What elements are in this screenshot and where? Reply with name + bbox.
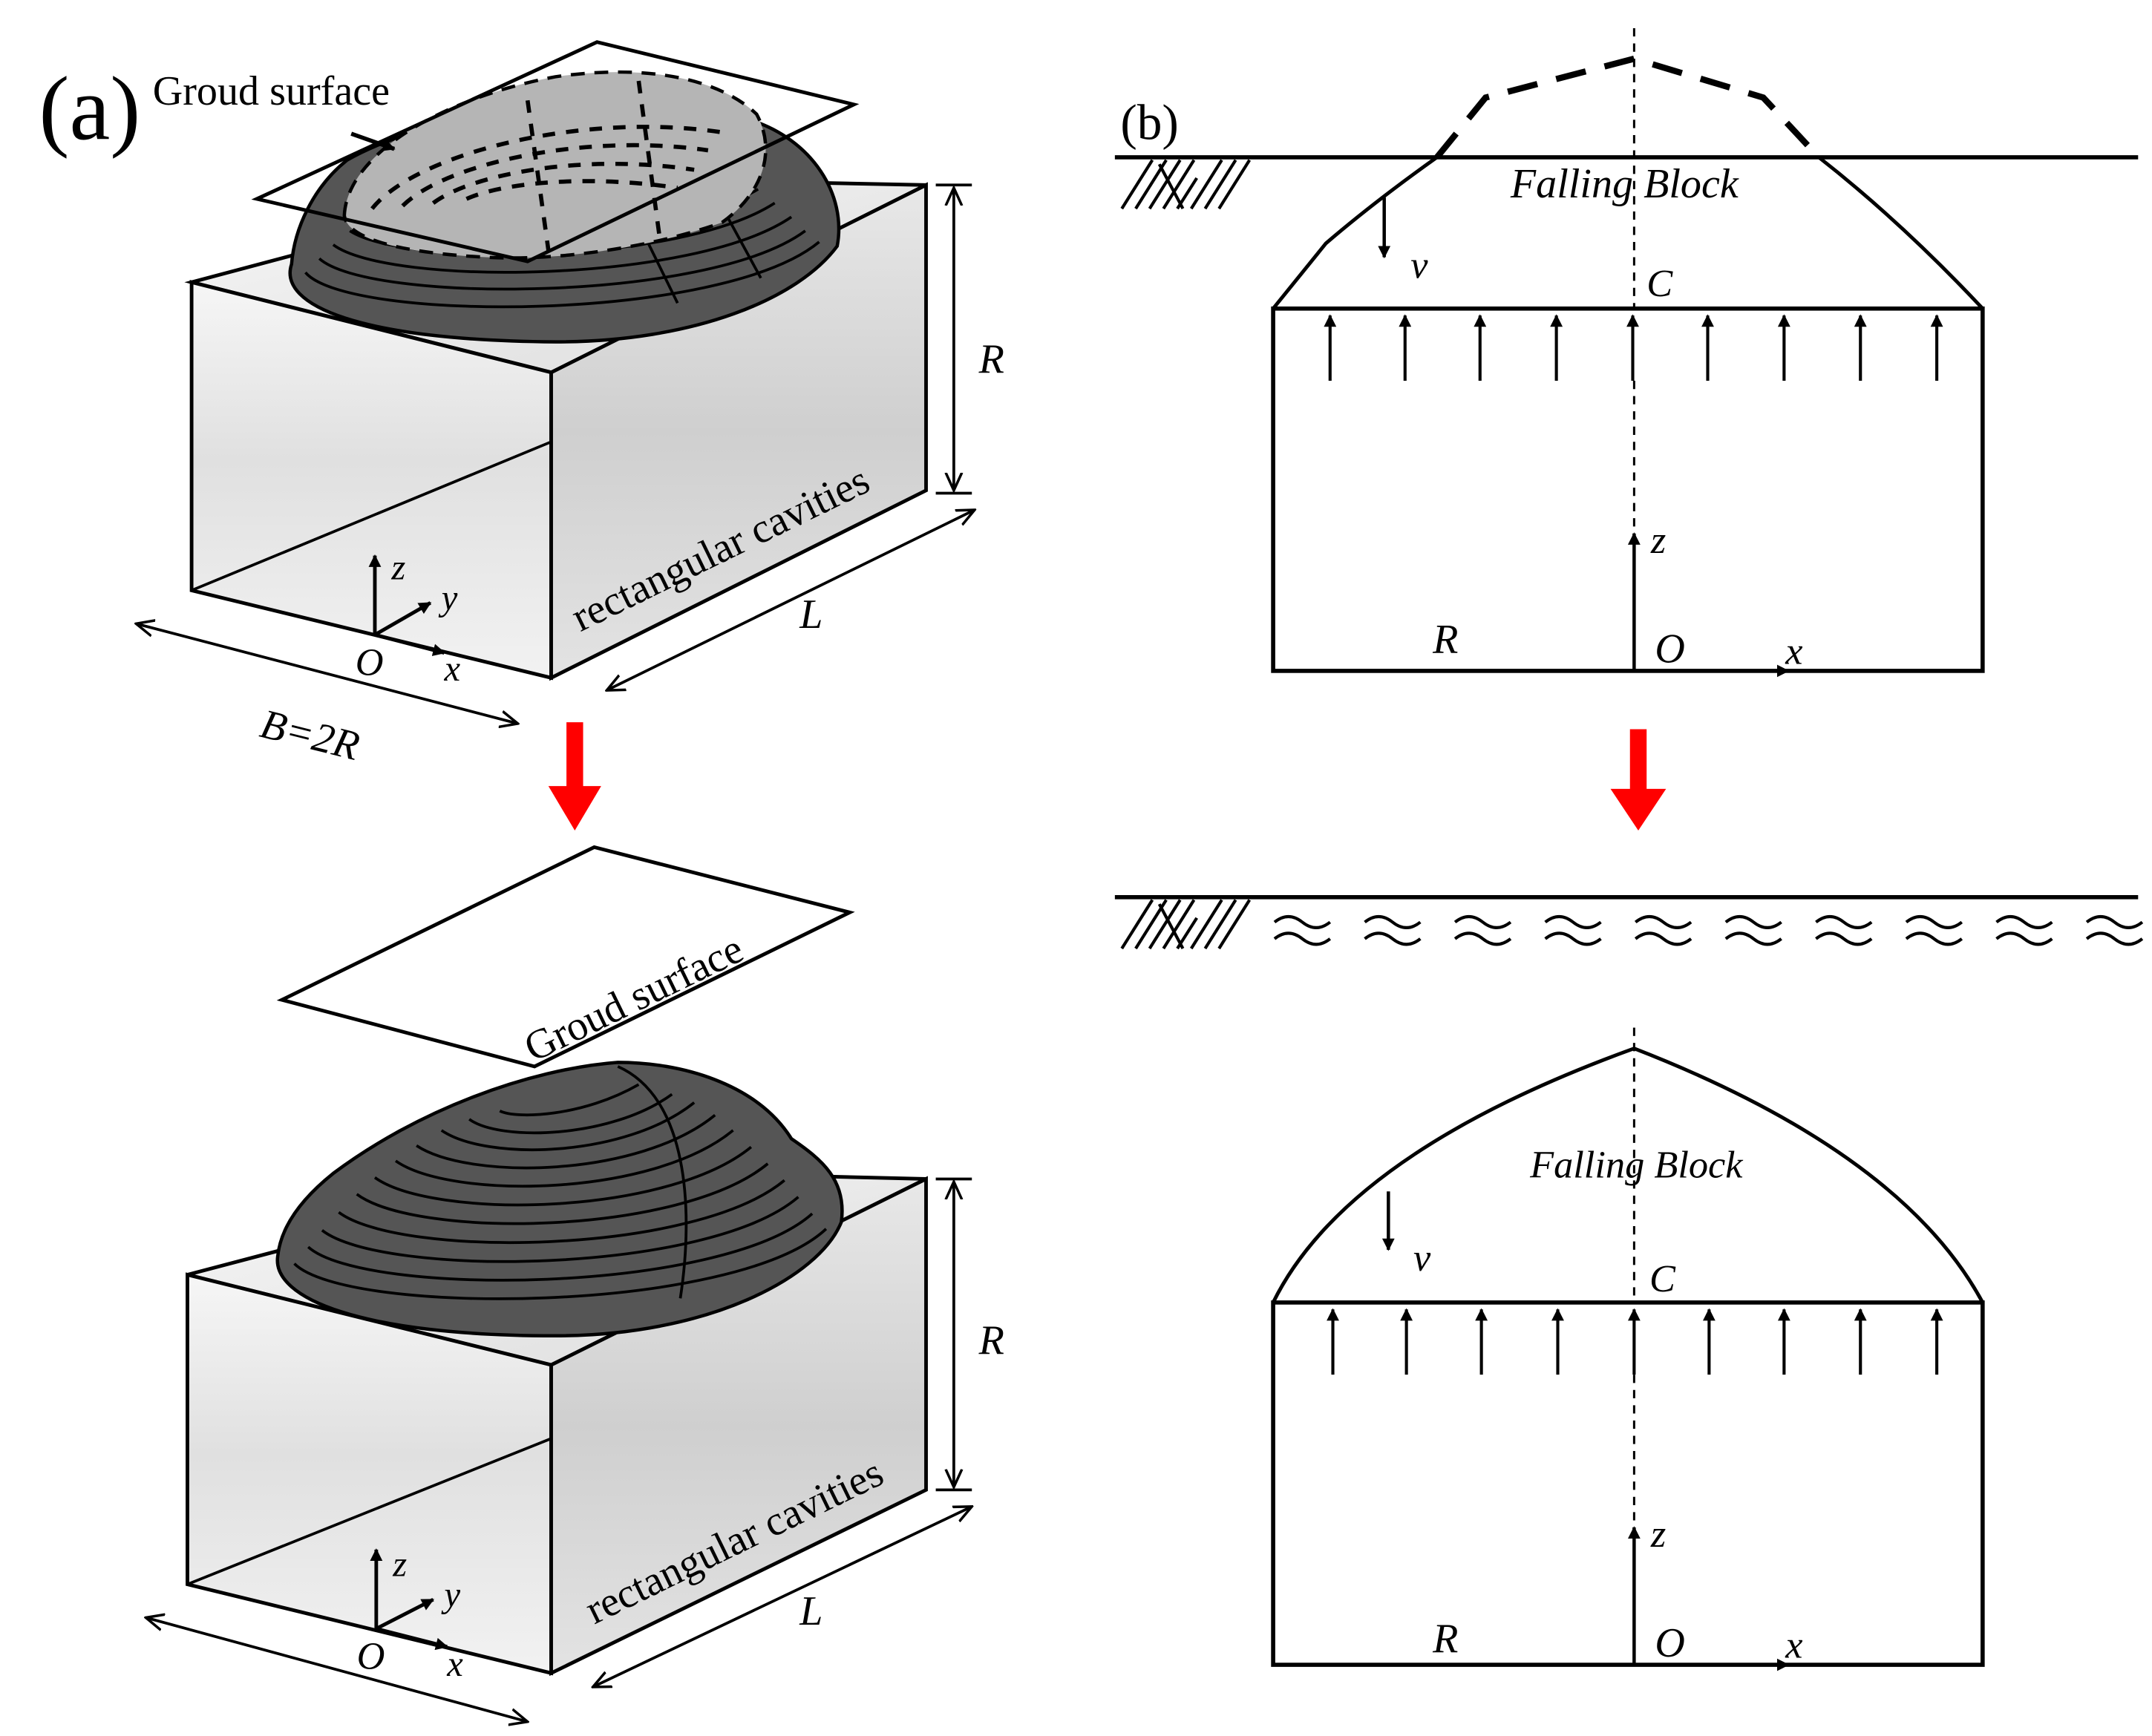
red-arrow-b bbox=[1610, 729, 1667, 831]
pressure-arrows bbox=[1324, 314, 1943, 381]
center-label: C bbox=[1646, 262, 1673, 305]
axis-x-label-2: x bbox=[446, 1644, 463, 1684]
axis-y-label-2: y bbox=[441, 1575, 461, 1615]
length-label-a2: L bbox=[799, 1588, 822, 1634]
center-label-2: C bbox=[1649, 1257, 1676, 1300]
axis-z-label-2: z bbox=[392, 1544, 407, 1584]
width-label: B=2R bbox=[256, 701, 364, 770]
radius-label-a: R bbox=[978, 336, 1004, 382]
falling-block-label-2: Falling Block bbox=[1529, 1144, 1743, 1187]
axis-z-label-b: z bbox=[1650, 519, 1666, 562]
radius-label-b2: R bbox=[1432, 1616, 1458, 1662]
panel-b-label: (b) bbox=[1120, 95, 1179, 151]
falling-block-solid-2 bbox=[275, 1061, 844, 1338]
red-arrow-a bbox=[548, 722, 601, 831]
axis-x-label-b: x bbox=[1785, 630, 1802, 673]
origin-label-b2: O bbox=[1655, 1620, 1685, 1666]
velocity-label: v bbox=[1410, 244, 1428, 287]
velocity-label-2: v bbox=[1413, 1237, 1431, 1280]
panel-b-top: (b) Falling Block v C bbox=[1114, 27, 2139, 678]
origin-label: O bbox=[356, 641, 384, 684]
axis-x-label-b2: x bbox=[1785, 1624, 1802, 1667]
origin-label-b: O bbox=[1655, 626, 1685, 672]
ground-plane-2 bbox=[276, 845, 855, 1069]
axis-x-label: x bbox=[444, 649, 461, 689]
origin-label-2: O bbox=[357, 1635, 385, 1678]
ground-plane bbox=[251, 40, 860, 263]
axis-z-label: z bbox=[390, 547, 405, 587]
ground-surface-label-2: Groud surface bbox=[517, 926, 750, 1071]
panel-a-top: (a) Groud surface bbox=[39, 40, 1004, 770]
axis-z-label-b2: z bbox=[1650, 1513, 1666, 1556]
axis-y-label: y bbox=[438, 578, 458, 618]
soil-hatch bbox=[1120, 159, 1252, 210]
axes-a-bottom: z y x O bbox=[357, 1544, 464, 1684]
water-waves bbox=[1273, 914, 2144, 946]
radius-label-b: R bbox=[1432, 617, 1458, 663]
falling-block-label: Falling Block bbox=[1510, 161, 1739, 207]
axes-a-top: z y x O bbox=[356, 547, 461, 689]
panel-a-label: (a) bbox=[39, 58, 140, 160]
pressure-arrows-2 bbox=[1327, 1308, 1943, 1375]
ground-surface-label: Groud surface bbox=[153, 68, 390, 114]
length-label-a: L bbox=[799, 592, 822, 638]
soil-hatch-2 bbox=[1120, 899, 1252, 950]
panel-b-bottom: Falling Block v C z x O R bbox=[1114, 894, 2144, 1671]
panel-a-bottom: Groud surface R L rectangular cavities bbox=[145, 845, 1004, 1721]
radius-label-a2: R bbox=[978, 1317, 1004, 1363]
